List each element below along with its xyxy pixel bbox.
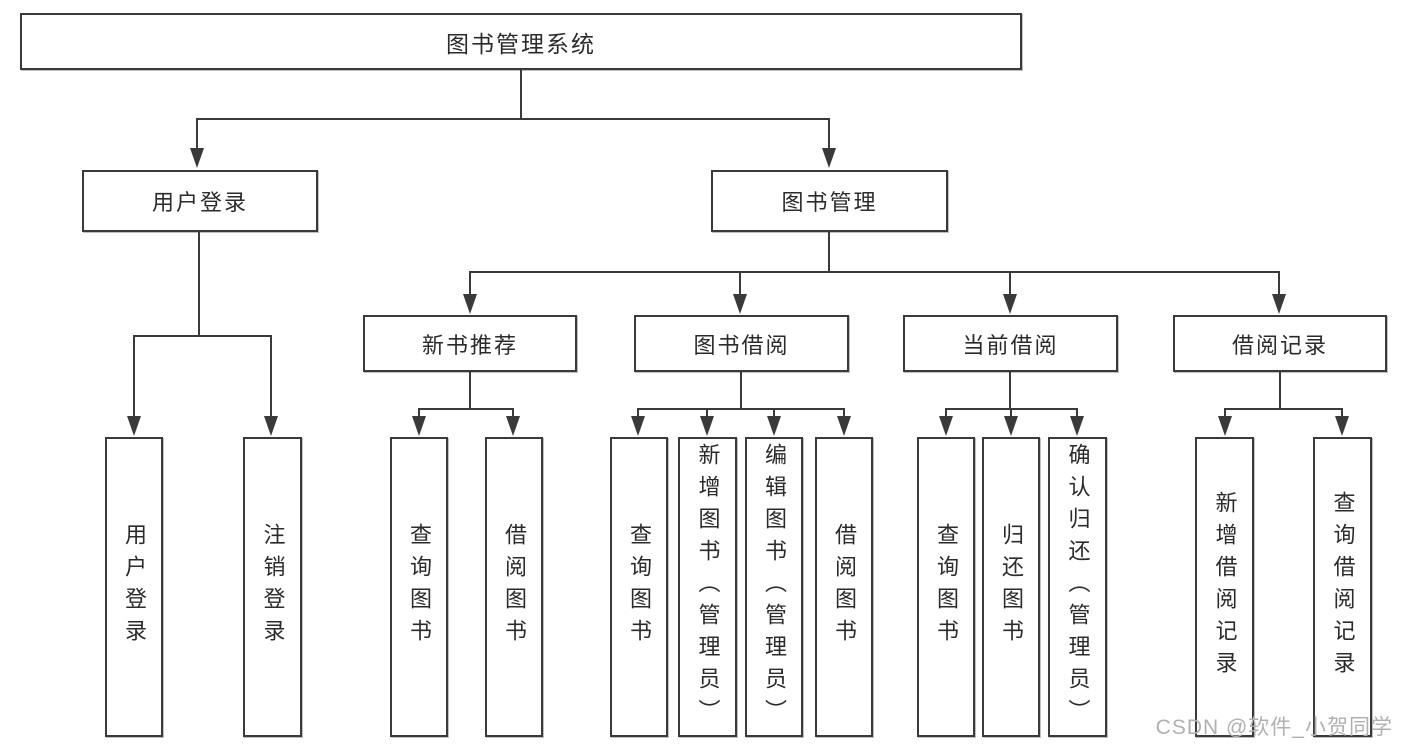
node-book-management-label: 图书管理 (781, 190, 878, 215)
connector-line (469, 271, 1279, 273)
leaf-newbook-borrow-books-label: 借阅图书 (502, 523, 527, 651)
leaf-current-return-books: 归还图书 (982, 437, 1040, 737)
connector-line (469, 271, 471, 296)
node-borrow-records: 借阅记录 (1173, 315, 1387, 372)
connector-line (512, 408, 514, 418)
connector-line (1341, 408, 1343, 418)
node-root-label: 图书管理系统 (446, 30, 596, 57)
connector-line (1010, 408, 1012, 418)
arrowhead-down-icon (767, 416, 781, 436)
node-user-login: 用户登录 (82, 170, 318, 232)
leaf-logout: 注销登录 (243, 437, 302, 737)
connector-line (270, 335, 272, 417)
leaf-records-add-record: 新增借阅记录 (1195, 437, 1254, 737)
leaf-current-confirm-return-admin-label: 确认归还（管理员） (1065, 443, 1091, 731)
arrowhead-down-icon (822, 148, 836, 168)
leaf-newbook-query-books: 查询图书 (390, 437, 448, 737)
arrowhead-down-icon (506, 416, 520, 436)
leaf-borrow-add-books-admin: 新增图书（管理员） (678, 437, 737, 737)
connector-line (133, 335, 135, 417)
arrowhead-down-icon (264, 416, 278, 436)
connector-line (740, 372, 742, 408)
arrowhead-down-icon (1218, 416, 1232, 436)
leaf-logout-label: 注销登录 (260, 523, 286, 651)
arrowhead-down-icon (1004, 416, 1018, 436)
connector-line (1224, 408, 1226, 418)
leaf-borrow-query-books: 查询图书 (610, 437, 668, 737)
leaf-borrow-query-books-label: 查询图书 (627, 523, 652, 651)
arrowhead-down-icon (412, 416, 426, 436)
connector-line (637, 408, 639, 418)
arrowhead-down-icon (1003, 294, 1017, 314)
arrowhead-down-icon (733, 294, 747, 314)
connector-line (520, 70, 522, 118)
connector-line (1279, 372, 1281, 408)
arrowhead-down-icon (127, 416, 141, 436)
connector-line (198, 232, 200, 335)
node-borrow-records-label: 借阅记录 (1231, 332, 1328, 358)
node-user-login-label: 用户登录 (151, 190, 248, 215)
leaf-newbook-borrow-books: 借阅图书 (485, 437, 543, 737)
connector-line (418, 408, 514, 410)
node-new-book-recommend: 新书推荐 (363, 315, 577, 372)
csdn-watermark: CSDN @软件_小贺同学 (1155, 716, 1393, 739)
node-current-borrow-label: 当前借阅 (962, 332, 1059, 358)
arrowhead-down-icon (1070, 416, 1084, 436)
connector-line (133, 335, 272, 337)
leaf-user-login-label: 用户登录 (122, 523, 147, 651)
arrowhead-down-icon (837, 416, 851, 436)
node-book-borrow-label: 图书借阅 (693, 332, 790, 358)
leaf-records-query-record-label: 查询借阅记录 (1330, 491, 1356, 683)
leaf-newbook-query-books-label: 查询图书 (407, 523, 432, 651)
connector-line (196, 118, 830, 120)
leaf-borrow-borrow-books-label: 借阅图书 (832, 523, 857, 651)
connector-line (469, 372, 471, 408)
leaf-user-login: 用户登录 (105, 437, 163, 737)
arrowhead-down-icon (939, 416, 953, 436)
connector-line (196, 118, 198, 151)
leaf-borrow-add-books-admin-label: 新增图书（管理员） (695, 443, 721, 731)
leaf-current-query-books-label: 查询图书 (934, 523, 959, 651)
connector-line (1076, 408, 1078, 418)
node-root-system: 图书管理系统 (20, 13, 1022, 70)
connector-line (739, 271, 741, 296)
arrowhead-down-icon (1272, 294, 1286, 314)
arrowhead-down-icon (631, 416, 645, 436)
arrowhead-down-icon (190, 148, 204, 168)
connector-line (1224, 408, 1342, 410)
connector-line (637, 408, 844, 410)
connector-line (828, 118, 830, 151)
leaf-records-add-record-label: 新增借阅记录 (1212, 491, 1238, 683)
leaf-current-return-books-label: 归还图书 (999, 523, 1024, 651)
leaf-borrow-borrow-books: 借阅图书 (815, 437, 873, 737)
connector-line (828, 232, 830, 271)
node-current-borrow: 当前借阅 (903, 315, 1118, 372)
connector-line (706, 408, 708, 418)
arrowhead-down-icon (463, 294, 477, 314)
node-book-management: 图书管理 (711, 170, 948, 232)
connector-line (773, 408, 775, 418)
connector-line (843, 408, 845, 418)
arrowhead-down-icon (1335, 416, 1349, 436)
leaf-borrow-edit-books-admin-label: 编辑图书（管理员） (762, 443, 787, 731)
leaf-current-confirm-return-admin: 确认归还（管理员） (1048, 437, 1107, 737)
connector-line (1009, 372, 1011, 408)
connector-line (1278, 271, 1280, 296)
connector-line (945, 408, 947, 418)
node-book-borrow: 图书借阅 (634, 315, 849, 372)
leaf-current-query-books: 查询图书 (917, 437, 975, 737)
node-new-book-recommend-label: 新书推荐 (421, 332, 518, 358)
connector-line (1009, 271, 1011, 296)
leaf-borrow-edit-books-admin: 编辑图书（管理员） (745, 437, 803, 737)
arrowhead-down-icon (700, 416, 714, 436)
connector-line (418, 408, 420, 418)
leaf-records-query-record: 查询借阅记录 (1313, 437, 1372, 737)
